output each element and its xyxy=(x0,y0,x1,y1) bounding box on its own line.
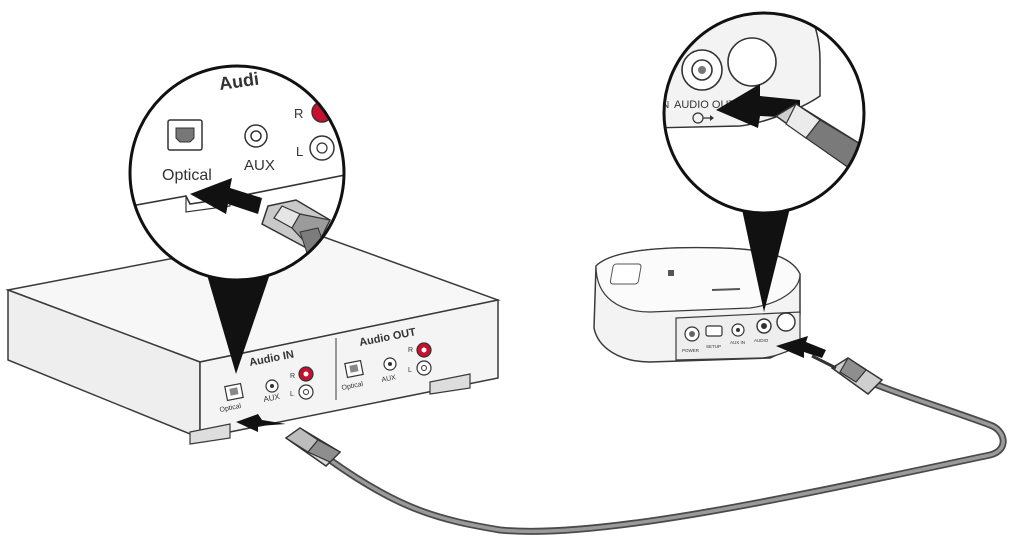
zoom-output-symbol-icon xyxy=(692,112,714,124)
receiver-out-rca-red xyxy=(416,342,432,358)
right-callout-pointer xyxy=(740,200,792,312)
zoom-aux-label: AUX xyxy=(244,157,275,174)
adapter-insert-arrow xyxy=(776,336,826,358)
zoom-optical-label: Optical xyxy=(162,167,212,184)
zoom-r-label: R xyxy=(294,106,303,121)
adapter-audio-out-port xyxy=(756,318,772,334)
cable-wire-core xyxy=(328,380,1005,534)
zoom-mini-plug xyxy=(774,103,864,171)
receiver-in-rca-white xyxy=(298,384,314,400)
mini-jack-plug xyxy=(811,354,884,395)
adapter-setup-button xyxy=(705,325,723,337)
receiver-out-l-label: L xyxy=(408,367,412,374)
zoom-l-label: L xyxy=(296,144,303,159)
receiver-in-optical-label: Optical xyxy=(219,403,242,414)
receiver-out-optical-label: Optical xyxy=(341,381,364,392)
receiver-insert-arrow xyxy=(236,414,286,432)
receiver-in-optical-port xyxy=(224,382,244,402)
audio-cable xyxy=(284,354,1007,535)
receiver-out-aux-port xyxy=(383,357,397,371)
adapter-aux-in-port xyxy=(731,323,745,337)
receiver-out-rca-white xyxy=(416,360,432,376)
adapter-top xyxy=(595,247,801,313)
receiver-in-aux-port xyxy=(265,379,279,393)
adapter-large-port xyxy=(776,312,796,332)
adapter-logo-mark xyxy=(711,288,741,291)
receiver-out-optical-port xyxy=(344,359,364,379)
adapter-power-port xyxy=(684,326,700,342)
zoom-rca-white xyxy=(309,135,335,161)
receiver-out-r-label: R xyxy=(408,347,413,354)
zoom-right-insert-arrow xyxy=(716,84,800,128)
adapter-port-label-audio: AUDIO xyxy=(754,338,769,343)
adapter-port-label-power: POWER xyxy=(682,348,700,353)
zoom-fragment-label: N xyxy=(662,100,669,111)
adapter-port-label-aux-in: AUX IN xyxy=(730,340,745,345)
wireless-adapter: POWER SETUP AUX IN AUDIO xyxy=(593,246,826,363)
zoom-left-insert-arrow xyxy=(190,178,262,214)
cable-wire xyxy=(326,378,1007,535)
receiver-in-r-label: R xyxy=(290,373,295,380)
left-callout-pointer xyxy=(205,268,272,374)
zoom-large-jack xyxy=(727,37,777,87)
adapter-port-label-setup: SETUP xyxy=(706,344,721,349)
zoom-aux-port xyxy=(244,124,268,148)
optical-plug xyxy=(284,427,342,467)
zoom-audio-out-jack xyxy=(681,49,723,91)
zoom-optical-port xyxy=(167,119,203,151)
zoom-optical-plug xyxy=(261,199,331,263)
receiver-in-rca-red xyxy=(298,366,314,382)
left-zoom-callout: Audi Optical AUX R L xyxy=(128,64,346,374)
receiver-in-aux-label: AUX xyxy=(263,392,282,404)
receiver-in-l-label: L xyxy=(290,391,294,398)
receiver-out-aux-label: AUX xyxy=(381,374,397,384)
adapter-button-icon xyxy=(609,263,674,285)
